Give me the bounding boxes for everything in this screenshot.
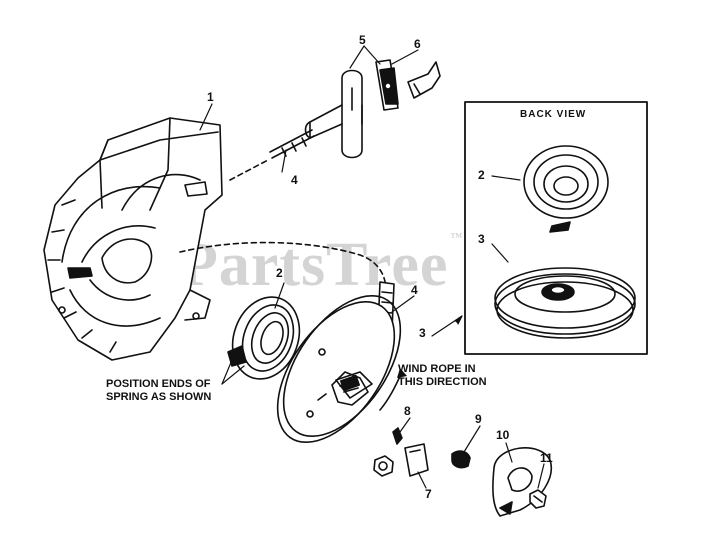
spring-note-line-1: POSITION ENDS OF (106, 378, 211, 390)
callout-4-rope-lower: 4 (411, 283, 418, 297)
callout-7-pawl: 7 (425, 487, 432, 501)
handle-insert[interactable] (375, 59, 441, 111)
callout-2-spring: 2 (276, 266, 283, 280)
callout-3-pulley: 3 (419, 326, 426, 340)
leader-lines (199, 45, 545, 489)
starter-pulley[interactable] (254, 275, 424, 463)
rope-note-line-1: WIND ROPE IN (398, 363, 476, 375)
retainer[interactable] (492, 447, 553, 517)
spring-position-note: POSITION ENDS OF SPRING AS SHOWN (106, 378, 211, 404)
blower-housing[interactable] (43, 117, 223, 361)
rope-path (179, 241, 387, 301)
callout-8-pawl-spring: 8 (404, 404, 411, 418)
screw[interactable] (529, 489, 547, 509)
pawl[interactable] (404, 443, 429, 477)
callout-4-rope-upper: 4 (291, 173, 298, 187)
callout-11-screw: 11 (540, 451, 553, 465)
pawl-spring[interactable] (392, 427, 403, 445)
callout-3-back-pulley: 3 (478, 232, 485, 246)
rope-direction-note: WIND ROPE IN THIS DIRECTION (398, 363, 487, 389)
callout-1-housing: 1 (207, 90, 214, 104)
watermark-trademark: ™ (450, 230, 464, 244)
recoil-spring[interactable] (222, 288, 311, 389)
callout-10-retainer: 10 (496, 428, 510, 442)
spring-note-line-2: SPRING AS SHOWN (106, 391, 212, 403)
back-view-spring[interactable] (523, 145, 609, 219)
back-view-title: BACK VIEW (520, 109, 587, 120)
brake-spring[interactable] (451, 450, 471, 469)
starter-rope-upper[interactable] (229, 129, 315, 181)
callout-5-handle: 5 (359, 33, 366, 47)
callout-2-back-spring: 2 (478, 168, 485, 182)
starter-handle[interactable] (304, 69, 363, 159)
callout-9-brake-spring: 9 (475, 412, 482, 426)
watermark-text: PartsTree (180, 231, 449, 299)
nut[interactable] (373, 455, 394, 477)
rope-note-line-2: THIS DIRECTION (398, 376, 487, 388)
callout-6-insert: 6 (414, 37, 421, 51)
back-view-inset (464, 101, 648, 355)
